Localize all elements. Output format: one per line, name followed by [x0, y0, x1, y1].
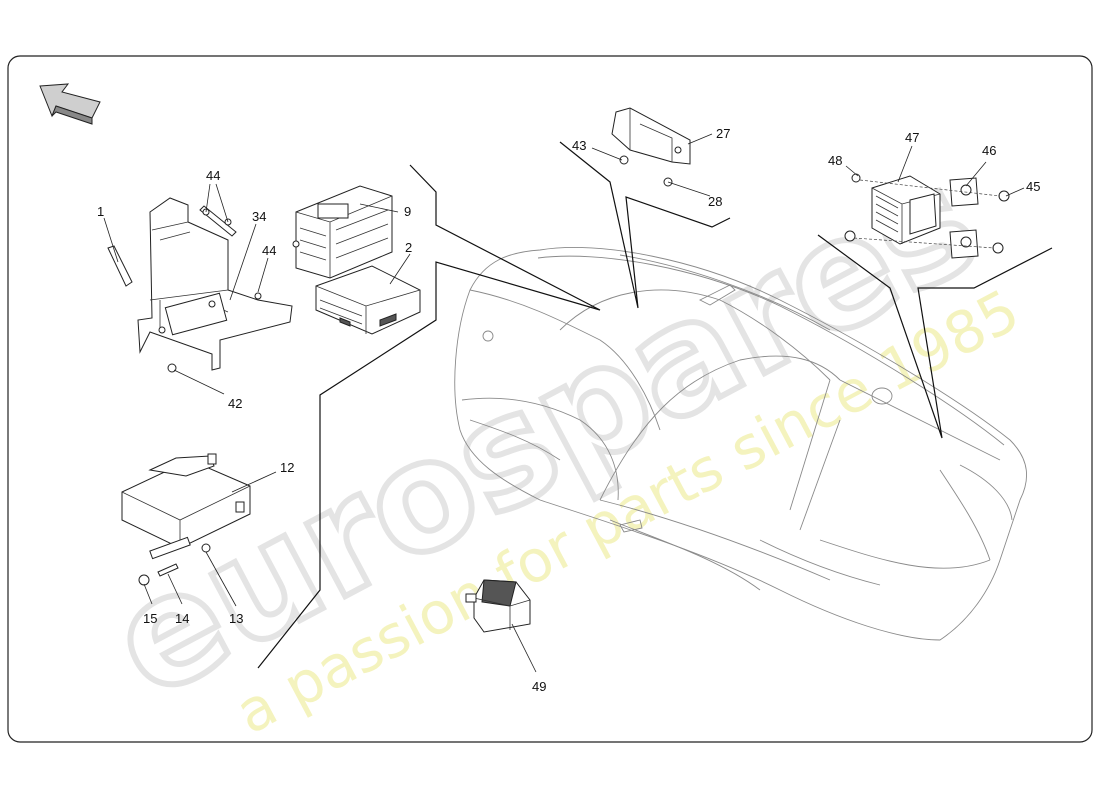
control-unit-12	[121, 453, 251, 586]
section-wedge-right	[817, 234, 1053, 439]
callout-28: 28	[708, 194, 722, 209]
callout-44-top: 44	[206, 168, 220, 183]
callout-46: 46	[982, 143, 996, 158]
callout-14: 14	[175, 611, 189, 626]
car-outline	[454, 247, 1027, 641]
callout-9: 9	[404, 204, 411, 219]
callout-49: 49	[532, 679, 546, 694]
callout-48: 48	[828, 153, 842, 168]
callout-12: 12	[280, 460, 294, 475]
sensor-49	[465, 579, 531, 633]
callout-labels: 1 44 34 44 42 9 2 12 13 14 15 27 28 43 4…	[97, 126, 1040, 694]
callout-34: 34	[252, 209, 266, 224]
direction-arrow-icon	[39, 83, 101, 125]
callout-43: 43	[572, 138, 586, 153]
ecu-module-2	[315, 265, 421, 335]
callout-13: 13	[229, 611, 243, 626]
callout-27: 27	[716, 126, 730, 141]
callout-45: 45	[1026, 179, 1040, 194]
callout-1: 1	[97, 204, 104, 219]
callout-47: 47	[905, 130, 919, 145]
ecu-bracket-assembly	[107, 197, 293, 373]
leader-lines	[103, 133, 1025, 673]
module-47-assembly	[844, 173, 1010, 259]
callout-2: 2	[405, 240, 412, 255]
section-wedge-left	[257, 164, 601, 669]
callout-44-right: 44	[262, 243, 276, 258]
bracket-27	[611, 107, 691, 187]
callout-42: 42	[228, 396, 242, 411]
diagram-frame	[7, 55, 1093, 743]
section-wedge-top	[559, 141, 731, 309]
callout-15: 15	[143, 611, 157, 626]
fuse-box-module	[292, 185, 393, 279]
